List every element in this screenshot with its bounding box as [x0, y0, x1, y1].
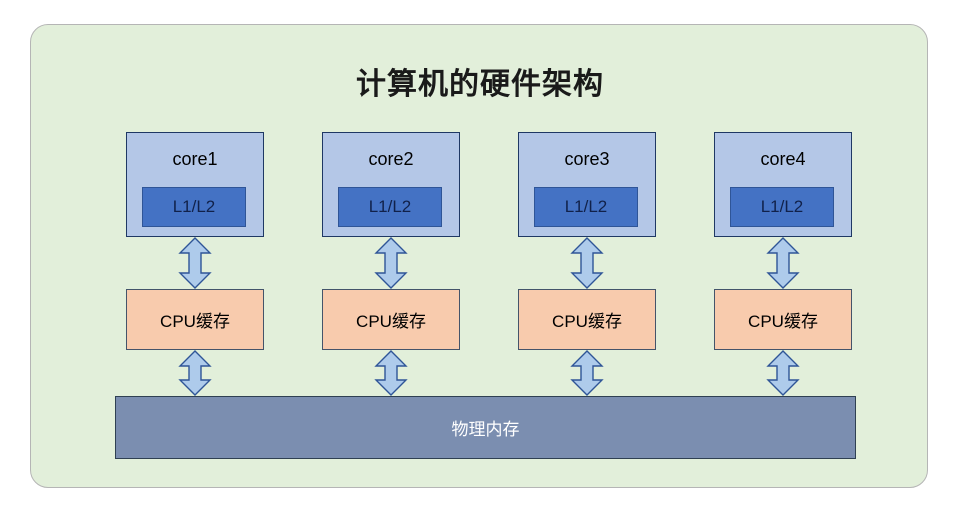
l1l2-box-4[interactable]: L1/L2 — [730, 187, 834, 227]
cpu-cache-box-1[interactable]: CPU缓存 — [126, 289, 264, 350]
arrow-cache3-memory-icon — [570, 350, 604, 396]
diagram-frame: 计算机的硬件架构 core1 L1/L2 core2 L1/L2 core3 L… — [30, 24, 928, 488]
arrow-core2-cache2-icon — [374, 237, 408, 289]
physical-memory-bar[interactable]: 物理内存 — [115, 396, 856, 459]
core-label-4: core4 — [760, 149, 806, 169]
cpu-cache-box-3[interactable]: CPU缓存 — [518, 289, 656, 350]
arrow-core1-cache1-icon — [178, 237, 212, 289]
core-box-3[interactable]: core3 L1/L2 — [518, 132, 656, 237]
core-box-4[interactable]: core4 L1/L2 — [714, 132, 852, 237]
core-box-2[interactable]: core2 L1/L2 — [322, 132, 460, 237]
arrow-core3-cache3-icon — [570, 237, 604, 289]
core-label-2: core2 — [368, 149, 414, 169]
arrow-core4-cache4-icon — [766, 237, 800, 289]
page-title: 计算机的硬件架构 — [356, 68, 604, 101]
cpu-cache-box-4[interactable]: CPU缓存 — [714, 289, 852, 350]
l1l2-box-1[interactable]: L1/L2 — [142, 187, 246, 227]
l1l2-box-3[interactable]: L1/L2 — [534, 187, 638, 227]
arrow-cache2-memory-icon — [374, 350, 408, 396]
core-box-1[interactable]: core1 L1/L2 — [126, 132, 264, 237]
cpu-cache-box-2[interactable]: CPU缓存 — [322, 289, 460, 350]
arrow-cache1-memory-icon — [178, 350, 212, 396]
l1l2-box-2[interactable]: L1/L2 — [338, 187, 442, 227]
core-label-3: core3 — [564, 149, 610, 169]
core-label-1: core1 — [172, 149, 218, 169]
arrow-cache4-memory-icon — [766, 350, 800, 396]
